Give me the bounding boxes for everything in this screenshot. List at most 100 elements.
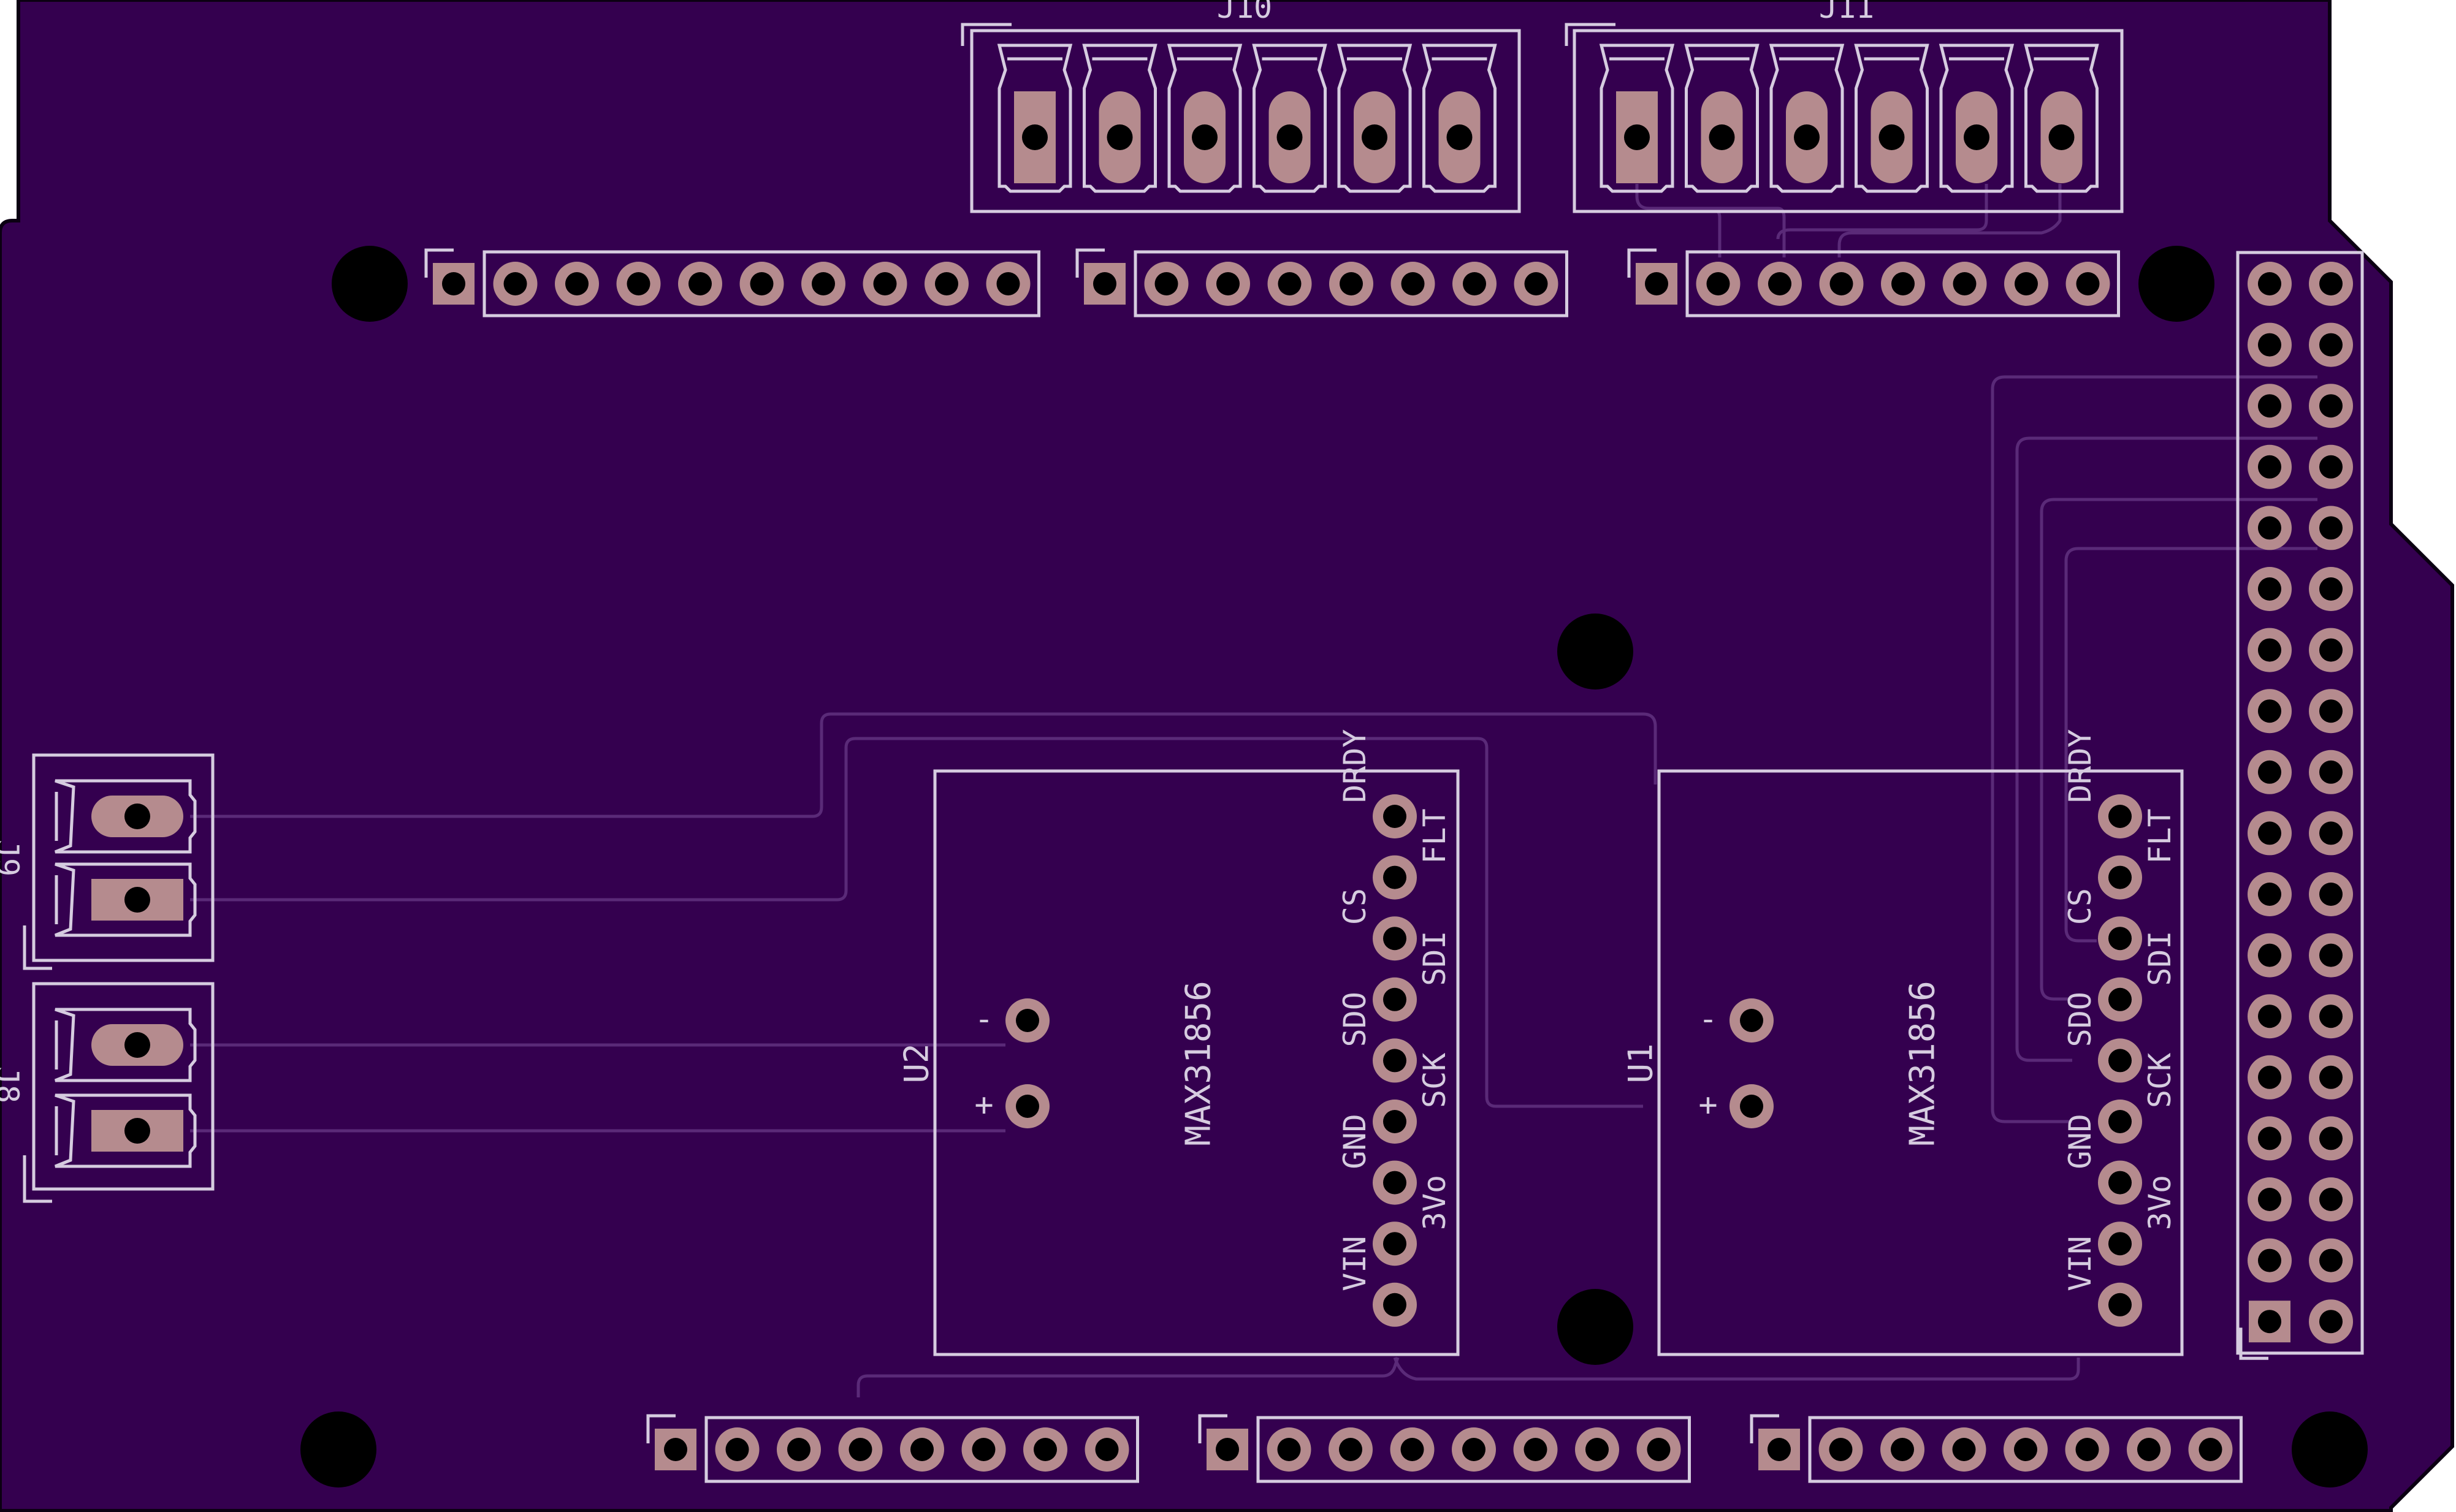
- header-top-left: [424, 248, 1040, 317]
- drill-hole: [2048, 124, 2075, 150]
- terminal-outline: [55, 1008, 197, 1082]
- terminal-outline: [1422, 44, 1497, 193]
- drill-hole: [1462, 1438, 1485, 1461]
- minus-label: -: [1698, 1001, 1717, 1038]
- drill-hole: [2108, 1232, 2132, 1256]
- drill-hole: [1383, 1293, 1406, 1316]
- drill-hole: [2137, 1438, 2160, 1461]
- drill-hole: [849, 1438, 872, 1461]
- pin-label-sdo: SDO: [1337, 992, 1373, 1047]
- drill-hole: [2319, 455, 2343, 479]
- drill-hole: [1446, 124, 1473, 150]
- drill-hole: [2319, 821, 2343, 845]
- drill-hole: [2319, 272, 2343, 295]
- j11-corner-mark: [1565, 23, 1615, 46]
- header-bottom-right: [1750, 1414, 2243, 1483]
- drill-hole: [2319, 699, 2343, 723]
- pin-label-flt: FLT: [1417, 808, 1452, 864]
- drill-hole: [972, 1438, 996, 1461]
- j10-outline: [970, 29, 1521, 213]
- drill-hole: [1953, 272, 1977, 295]
- drill-hole: [2258, 272, 2281, 295]
- u1-module-outline: [1657, 769, 2184, 1356]
- trace: [856, 1357, 1400, 1397]
- terminal-outline: [1337, 44, 1413, 193]
- terminal-outline: [55, 862, 197, 937]
- drill-hole: [124, 1032, 150, 1058]
- terminal-outline: [1684, 44, 1760, 193]
- drill-hole: [2319, 577, 2343, 601]
- pin1-marker: [1198, 1414, 1227, 1443]
- minus-label: -: [974, 1001, 993, 1038]
- drill-hole: [1829, 272, 1853, 295]
- drill-hole: [1891, 272, 1915, 295]
- header-outline: [1808, 1416, 2243, 1483]
- pin-label-drdy: DRDY: [1337, 729, 1373, 803]
- drill-hole: [2258, 821, 2281, 845]
- drill-hole: [2108, 1049, 2132, 1073]
- drill-hole: [503, 272, 527, 295]
- drill-hole: [996, 272, 1020, 295]
- terminal-outline: [1167, 44, 1243, 193]
- silkscreen-outlines: [23, 23, 2184, 1356]
- pin-label-gnd: GND: [2062, 1114, 2098, 1169]
- drill-hole: [2258, 1126, 2281, 1150]
- drill-hole: [1192, 124, 1218, 150]
- j10-label: J10: [1217, 0, 1272, 25]
- trace: [1776, 184, 1988, 240]
- drill-hole: [1647, 1438, 1671, 1461]
- drill-hole: [442, 272, 465, 295]
- j11-outline: [1573, 29, 2124, 213]
- drill-hole: [2319, 883, 2343, 906]
- drill-hole: [2258, 516, 2281, 540]
- drill-hole: [124, 887, 150, 913]
- terminal-outline: [1939, 44, 2015, 193]
- pin-label-sdi: SDI: [1417, 930, 1452, 986]
- pin1-marker: [1750, 1414, 1779, 1443]
- drill-hole: [2258, 1065, 2281, 1089]
- drill-hole: [2258, 1310, 2281, 1334]
- header-top-right: [1627, 248, 2120, 317]
- drill-hole: [1362, 124, 1387, 150]
- terminal-outline: [1252, 44, 1327, 193]
- drill-hole: [935, 272, 958, 295]
- drill-hole: [2108, 1293, 2132, 1316]
- drill-hole: [725, 1438, 749, 1461]
- drill-hole: [1093, 272, 1116, 295]
- pin-label-vin: VIN: [1337, 1236, 1373, 1291]
- u2-module-outline: [933, 769, 1460, 1356]
- trace: [1393, 1357, 2080, 1381]
- drill-hole: [1585, 1438, 1609, 1461]
- drill-hole: [2108, 865, 2132, 889]
- drill-hole: [2258, 699, 2281, 723]
- terminal-outline: [1599, 44, 1675, 193]
- drill-hole: [1383, 805, 1406, 828]
- trace: [190, 737, 1643, 1108]
- terminal-outline: [1854, 44, 1929, 193]
- drill-hole: [2258, 1005, 2281, 1028]
- drill-hole: [1383, 987, 1406, 1011]
- part-number: MAX31856: [1903, 981, 1943, 1146]
- pin1-marker: [1627, 248, 1657, 278]
- drill-hole: [2319, 1126, 2343, 1150]
- j9-outline: [32, 753, 215, 962]
- drill-hole: [1952, 1438, 1976, 1461]
- drill-hole: [1383, 1110, 1406, 1133]
- drill-hole: [2108, 1110, 2132, 1133]
- drill-hole: [2319, 1248, 2343, 1272]
- drill-hole: [1016, 1009, 1039, 1032]
- pin-label-cs: CS: [2062, 888, 2098, 925]
- drill-hole: [1709, 124, 1735, 150]
- drill-hole: [2258, 333, 2281, 357]
- drill-hole: [2319, 1188, 2343, 1211]
- drill-hole: [1383, 927, 1406, 951]
- trace: [2015, 436, 2317, 1062]
- mounting-hole: [2138, 246, 2214, 322]
- drill-hole: [1740, 1095, 1763, 1118]
- drill-hole: [2199, 1438, 2222, 1461]
- pin-label-drdy: DRDY: [2062, 729, 2098, 803]
- mounting-hole: [1557, 1289, 1633, 1365]
- pin-label-3vo: 3Vo: [2142, 1175, 2178, 1230]
